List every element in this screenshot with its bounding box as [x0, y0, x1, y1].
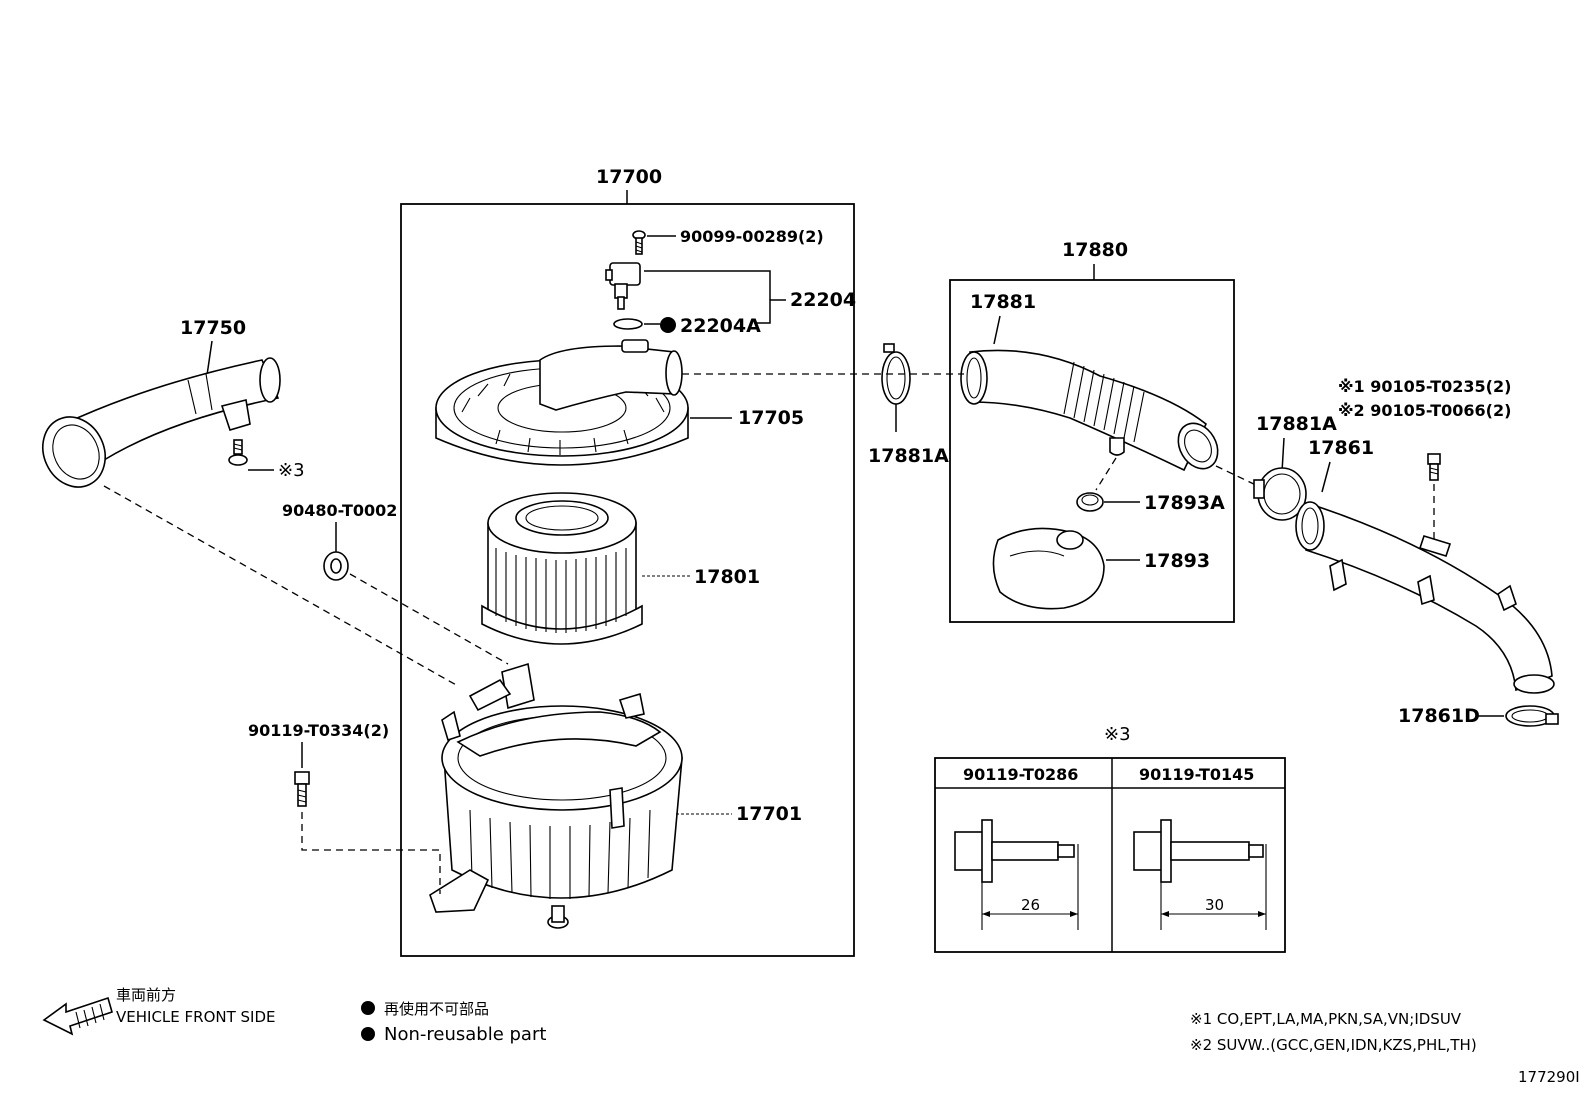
outlet-pipe-icon[interactable]: [1295, 501, 1555, 694]
legend-nonreusable-en: Non-reusable part: [384, 1024, 546, 1045]
label-small-clamp[interactable]: 17893A: [1144, 492, 1225, 514]
legend-front-jp: 車両前方: [116, 986, 176, 1004]
label-inlet-bolt-note: ※3: [278, 460, 305, 481]
label-clamp-left[interactable]: 17881A: [868, 445, 949, 467]
footnote-2: ※2 SUVW..(GCC,GEN,IDN,KZS,PHL,TH): [1190, 1036, 1477, 1054]
grommet-icon[interactable]: [323, 551, 349, 581]
label-outlet-bolt-note-2[interactable]: ※2 90105-T0066(2): [1338, 401, 1511, 420]
flange-bolt-26-icon: [954, 819, 1075, 883]
label-cap[interactable]: 17705: [738, 407, 804, 429]
label-hose-assy[interactable]: 17880: [1062, 239, 1128, 261]
bolt-table-ref: ※3: [1104, 724, 1131, 745]
bolt-table-col1-length: 26: [1021, 896, 1040, 914]
case-bolt-icon[interactable]: [294, 771, 310, 807]
legend-dot-icon: [361, 1027, 375, 1041]
label-case-bolt[interactable]: 90119-T0334(2): [248, 721, 389, 740]
label-hose[interactable]: 17881: [970, 291, 1036, 313]
air-hose-icon[interactable]: [960, 349, 1226, 475]
outlet-bolt-icon[interactable]: [1427, 453, 1441, 481]
label-sensor-screw[interactable]: 90099-00289(2): [680, 227, 824, 246]
o-ring-icon[interactable]: [613, 318, 643, 330]
sensor-screw-icon[interactable]: [632, 230, 646, 255]
resonator-icon[interactable]: [992, 527, 1105, 610]
airflow-meter-icon[interactable]: [605, 262, 641, 310]
air-cleaner-cap-icon[interactable]: [435, 339, 689, 466]
legend-front-en: VEHICLE FRONT SIDE: [116, 1008, 276, 1026]
label-resonator[interactable]: 17893: [1144, 550, 1210, 572]
label-clamp-right[interactable]: 17881A: [1256, 413, 1337, 435]
vehicle-front-arrow-icon: [42, 996, 113, 1036]
label-inlet-pipe[interactable]: 17750: [180, 317, 246, 339]
footnote-1: ※1 CO,EPT,LA,MA,PKN,SA,VN;IDSUV: [1190, 1010, 1462, 1028]
hose-clamp-left-icon[interactable]: [881, 343, 911, 405]
flange-bolt-30-icon: [1133, 819, 1264, 883]
legend-nonreusable-jp: 再使用不可部品: [384, 1000, 489, 1018]
outlet-clamp-icon[interactable]: [1505, 705, 1559, 727]
label-outlet-clamp[interactable]: 17861D: [1398, 705, 1480, 727]
label-o-ring[interactable]: 22204A: [680, 315, 761, 337]
air-cleaner-case-icon[interactable]: [429, 662, 683, 929]
bolt-table-col1-part: 90119-T0286: [963, 765, 1078, 784]
filter-element-icon[interactable]: [481, 492, 643, 645]
legend-dot-icon: [361, 1001, 375, 1015]
inlet-bolt-icon[interactable]: [228, 439, 248, 466]
hose-assy-box: [949, 279, 1235, 623]
label-air-cleaner-assy[interactable]: 17700: [596, 166, 662, 188]
hose-clamp-right-icon[interactable]: [1253, 467, 1307, 521]
label-case[interactable]: 17701: [736, 803, 802, 825]
bolt-table-col2-part: 90119-T0145: [1139, 765, 1254, 784]
bolt-table-col2-length: 30: [1205, 896, 1224, 914]
label-outlet-pipe[interactable]: 17861: [1308, 437, 1374, 459]
label-outlet-bolt-note-1[interactable]: ※1 90105-T0235(2): [1338, 377, 1511, 396]
label-grommet[interactable]: 90480-T0002: [282, 501, 397, 520]
label-airflow-meter[interactable]: 22204: [790, 289, 856, 311]
bolt-table: [934, 757, 1286, 953]
non-reusable-dot-icon: [660, 317, 676, 333]
label-element[interactable]: 17801: [694, 566, 760, 588]
small-clamp-icon[interactable]: [1076, 492, 1104, 512]
figure-id: 177290I: [1518, 1068, 1580, 1086]
inlet-pipe-icon[interactable]: [32, 357, 281, 497]
